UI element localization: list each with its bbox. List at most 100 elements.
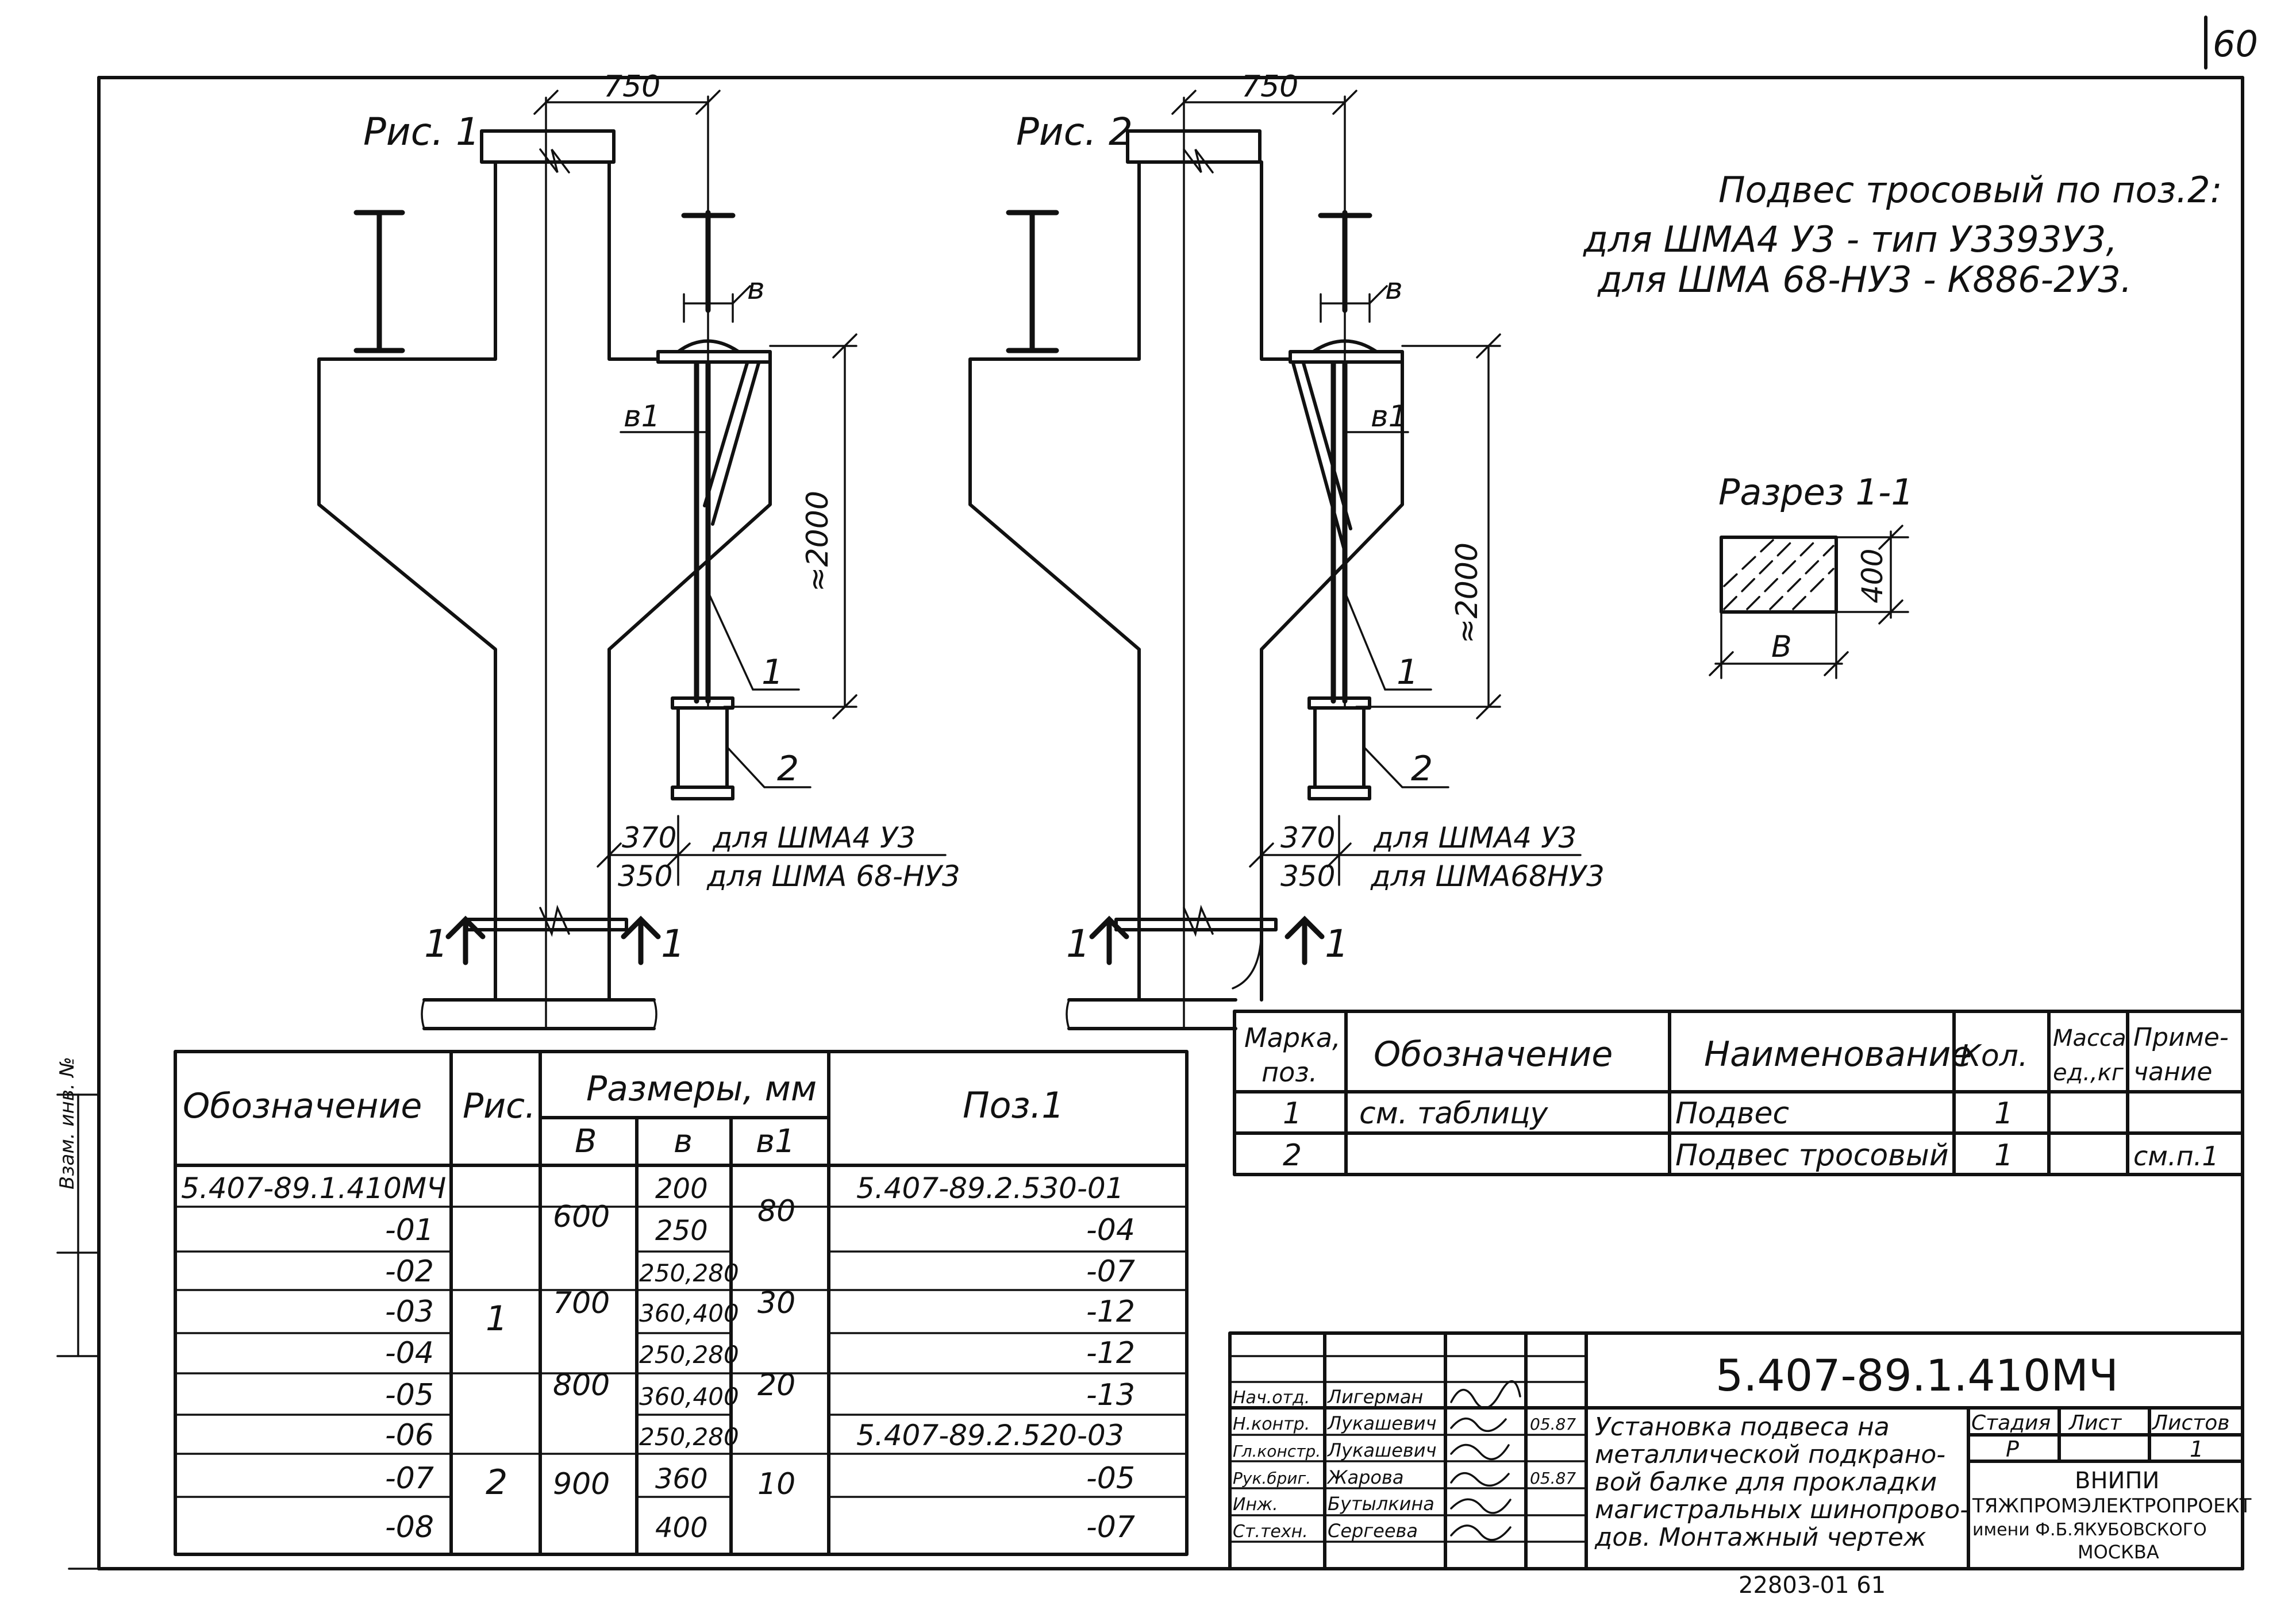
spec-row-1-designation: см. таблицу <box>1359 1096 1549 1131</box>
figure-1-dim-370: 370 <box>622 821 676 854</box>
org-line-4: МОСКВА <box>2078 1541 2159 1563</box>
spec-row-2-note: см.п.1 <box>2133 1141 2219 1172</box>
staff-2-role: Гл.констр. <box>1233 1442 1321 1461</box>
title-block-code: 5.407-89.1.410МЧ <box>1716 1350 2118 1401</box>
signature-5 <box>1450 1524 1512 1541</box>
staff-5-role: Ст.техн. <box>1233 1522 1308 1542</box>
title-line-3: вой балке для прокладки <box>1595 1468 1937 1497</box>
size-row-2-pos1: -07 <box>1086 1254 1135 1289</box>
figure-2-note-350: для ШМА68НУ3 <box>1370 860 1605 893</box>
sheet-header: Лист <box>2068 1411 2122 1435</box>
size-header-designation: Обозначение <box>183 1086 422 1126</box>
title-line-2: металлической подкрано- <box>1595 1440 1945 1469</box>
size-row-4-b: 250,280 <box>639 1341 739 1369</box>
spec-header-qty: Кол. <box>1960 1039 2028 1073</box>
note-line-2: для ШМА4 У3 - тип У3393У3, <box>1583 218 2117 260</box>
size-row-8-pos1: -07 <box>1086 1510 1135 1545</box>
figure-2-dim-350: 350 <box>1280 860 1335 893</box>
spec-header-designation: Обозначение <box>1374 1034 1613 1075</box>
figure-2-section-right: 1 <box>1325 922 1349 966</box>
size-row-6-pos1: 5.407-89.2.520-03 <box>856 1419 1124 1452</box>
cable-note: Подвес тросовый по поз.2: для ШМА4 У3 - … <box>1583 169 2222 301</box>
size-B-900: 900 <box>553 1467 610 1501</box>
margin-stamp-text: Взам. инв. № <box>56 1057 79 1189</box>
section-title: Разрез 1-1 <box>1718 471 1914 513</box>
figure-1-note-370: для ШМА4 У3 <box>712 821 916 854</box>
size-header-b: в <box>674 1123 693 1160</box>
size-row-0-b: 200 <box>655 1173 708 1205</box>
figure-2: Рис. 2 750 в в1 ≈2000 1 <box>968 70 1605 1030</box>
spec-row-2-name: Подвес тросовый <box>1675 1138 1949 1173</box>
staff-4-name: Бутылкина <box>1328 1493 1434 1515</box>
figure-1-section-left: 1 <box>424 922 448 966</box>
org-line-3: имени Ф.Б.ЯКУБОВСКОГО <box>1972 1520 2207 1540</box>
size-header-pos1: Поз.1 <box>963 1084 1064 1126</box>
signature-3 <box>1450 1472 1510 1487</box>
title-line-5: дов. Монтажный чертеж <box>1594 1523 1926 1552</box>
signature-4 <box>1450 1498 1512 1514</box>
size-fig-1: 1 <box>486 1299 507 1339</box>
section-dim-height: 400 <box>1856 549 1889 603</box>
figure-2-dim-370: 370 <box>1280 821 1335 854</box>
size-row-6-b: 250,280 <box>639 1423 739 1451</box>
size-row-6-designation: -06 <box>385 1418 434 1453</box>
spec-header-mark-1: Марка, <box>1244 1022 1341 1053</box>
size-row-7-b: 360 <box>655 1463 708 1495</box>
size-row-4-pos1: -12 <box>1086 1336 1135 1370</box>
figure-2-note-370: для ШМА4 У3 <box>1373 821 1576 854</box>
staff-0-name: Лигерман <box>1327 1386 1423 1408</box>
spec-row-2-mark: 2 <box>1283 1138 1302 1173</box>
size-row-1-pos1: -04 <box>1086 1213 1135 1247</box>
figure-1-section-right: 1 <box>661 922 685 966</box>
figure-1-label-b1: в1 <box>624 399 660 434</box>
figure-1-dim-height: ≈2000 <box>801 491 835 592</box>
spec-row-2-qty: 1 <box>1994 1138 2013 1173</box>
spec-header-name: Наименование <box>1704 1034 1972 1075</box>
sheet-frame <box>68 16 2244 1570</box>
spec-row-1-name: Подвес <box>1675 1096 1789 1131</box>
size-row-5-pos1: -13 <box>1086 1378 1135 1412</box>
bottom-number: 22803-01 61 <box>1739 1572 1886 1599</box>
signature-2 <box>1450 1443 1510 1461</box>
spec-header-note-2: чание <box>2133 1057 2212 1087</box>
figure-2-label-b: в <box>1385 272 1403 306</box>
size-header-fig: Рис. <box>463 1086 536 1126</box>
figure-2-section-left: 1 <box>1066 922 1090 966</box>
size-row-0-designation: 5.407-89.1.410МЧ <box>181 1172 446 1205</box>
spec-row-1-qty: 1 <box>1994 1096 2013 1131</box>
figure-1-dim-width: 750 <box>603 70 660 104</box>
spec-table: Марка, поз. Обозначение Наименование Кол… <box>1233 1010 2244 1176</box>
figure-2-pos2: 2 <box>1411 749 1433 789</box>
staff-2-name: Лукашевич <box>1327 1439 1436 1461</box>
figure-1-note-350: для ШМА 68-НУ3 <box>706 860 960 893</box>
figure-1-pos2: 2 <box>777 749 799 789</box>
title-block: 5.407-89.1.410МЧ Установка подвеса на ме… <box>1228 1331 2252 1570</box>
title-line-4: магистральных шинопрово- <box>1595 1495 1969 1524</box>
size-row-8-b: 400 <box>655 1512 708 1544</box>
size-row-1-b: 250 <box>655 1215 708 1247</box>
figure-1-label-b: в <box>747 272 765 306</box>
signature-1 <box>1450 1418 1507 1433</box>
figure-2-dim-width: 750 <box>1241 70 1298 104</box>
spec-header-mark-2: поз. <box>1262 1057 1317 1088</box>
staff-5-name: Сергеева <box>1328 1520 1418 1542</box>
figure-2-dim-height: ≈2000 <box>1450 542 1484 644</box>
size-b1-30: 30 <box>757 1286 795 1320</box>
staff-0-role: Нач.отд. <box>1233 1388 1310 1408</box>
size-row-3-pos1: -12 <box>1086 1295 1135 1329</box>
figure-1-title: Рис. 1 <box>363 110 480 154</box>
figure-1-pos1: 1 <box>762 652 783 692</box>
spec-header-mass-2: ед.,кг <box>2053 1060 2124 1086</box>
figure-1: Рис. 1 750 в в1 <box>317 70 960 1030</box>
size-row-0-pos1: 5.407-89.2.530-01 <box>856 1172 1124 1205</box>
figure-2-title: Рис. 2 <box>1016 110 1133 154</box>
spec-row-1-mark: 1 <box>1283 1096 1302 1131</box>
staff-1-name: Лукашевич <box>1327 1412 1436 1434</box>
size-row-7-designation: -07 <box>385 1461 434 1496</box>
stage-value: Р <box>2006 1437 2019 1462</box>
size-B-600: 600 <box>553 1200 610 1234</box>
figure-1-dim-350: 350 <box>618 860 672 893</box>
size-fig-2: 2 <box>486 1462 507 1503</box>
stage-header: Стадия <box>1971 1411 2051 1435</box>
staff-3-role: Рук.бриг. <box>1233 1469 1311 1488</box>
